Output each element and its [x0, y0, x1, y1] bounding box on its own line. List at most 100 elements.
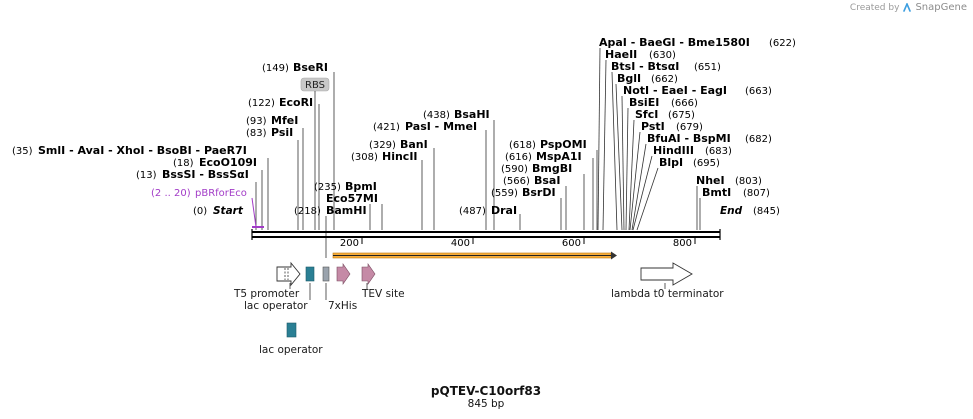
ruler-tick-label: 600: [562, 238, 581, 249]
feature-t5-promoter[interactable]: [276, 261, 301, 287]
site-pos-bfuai: (682): [745, 134, 772, 145]
primer-range: (2 .. 20): [151, 188, 191, 199]
site-name-btsi: BtsI - BtsαI: [611, 60, 679, 73]
site-name-hindiii: HindIII: [653, 144, 694, 157]
site-name-psti: PstI: [641, 120, 665, 133]
site-pos-psii: (83): [246, 128, 267, 139]
start-label: Start: [213, 205, 244, 217]
feature-lambda-terminator[interactable]: [640, 262, 693, 286]
site-name-pasi: PasI - MmeI: [405, 120, 477, 133]
orf-arrow[interactable]: [332, 251, 617, 260]
site-pos-blpi: (695): [693, 158, 720, 169]
site-name-ecori: EcoRI: [279, 96, 313, 109]
site-name-blpi: BlpI: [659, 156, 683, 169]
site-pos-bsahi: (438): [423, 110, 450, 121]
site-pos-haeii: (630): [649, 50, 676, 61]
site-pos-bmti: (807): [743, 188, 770, 199]
site-pos-bpmi: (235): [314, 182, 341, 193]
credit-brand: SnapGene: [915, 2, 967, 13]
site-lines: [255, 47, 701, 258]
site-pos-bsai: (566): [503, 176, 530, 187]
sequence-backbone: [251, 229, 721, 240]
site-pos-bsrdi: (559): [491, 188, 518, 199]
feature-lac-operator-1[interactable]: [305, 266, 315, 282]
feature-label-lac-operator-1: lac operator: [244, 300, 308, 312]
feature-label-7xhis: 7xHis: [328, 300, 357, 312]
feature-leaders: [289, 283, 666, 300]
site-name-psii: PsiI: [271, 126, 293, 139]
site-name-bsahi: BsaHI: [454, 108, 490, 121]
snapgene-credit: Created by SnapGene: [850, 2, 967, 13]
site-pos-smli: (35): [12, 146, 33, 157]
feature-7xhis[interactable]: [322, 266, 330, 282]
plasmid-length: 845 bp: [468, 398, 505, 410]
site-pos-btsi: (651): [694, 62, 721, 73]
feature-tev-site-2[interactable]: [361, 263, 376, 285]
site-name-bgli: BglI: [617, 72, 641, 85]
site-pos-bseri: (149): [262, 63, 289, 74]
feature-label-t5-promoter: T5 promoter: [233, 288, 300, 300]
site-pos-bgli: (662): [651, 74, 678, 85]
site-name-bamhi: BamHI: [326, 204, 367, 217]
site-name-pspomi: PspOMI: [540, 138, 587, 151]
primer-leader: [251, 197, 257, 228]
site-name-bfuai: BfuAI - BspMI: [647, 132, 731, 145]
primer-bar[interactable]: [252, 226, 264, 228]
credit-prefix: Created by: [849, 2, 900, 13]
feature-label-lambda-terminator: lambda t0 terminator: [611, 288, 724, 300]
site-pos-hincii: (308): [351, 152, 378, 163]
site-name-apai: ApaI - BaeGI - Bme1580I: [599, 36, 750, 49]
site-name-smli: SmlI - AvaI - XhoI - BsoBI - PaeR7I: [38, 144, 247, 157]
restriction-sites: (35) SmlI - AvaI - XhoI - BsoBI - PaeR7I…: [12, 36, 796, 217]
site-name-bsai: BsaI: [534, 174, 560, 187]
site-name-nhei: NheI: [696, 174, 725, 187]
site-name-sfci: SfcI: [635, 108, 658, 121]
end-label: End: [720, 205, 743, 217]
site-pos-noti: (663): [745, 86, 772, 97]
rbs-label: RBS: [305, 80, 325, 91]
site-pos-bsssi: (13): [136, 170, 157, 181]
site-pos-apai: (622): [769, 38, 796, 49]
feature-lac-operator-2[interactable]: [286, 322, 297, 338]
site-pos-ecori: (122): [248, 98, 275, 109]
site-pos-bmgbi: (590): [501, 164, 528, 175]
site-pos-mfei: (93): [246, 116, 267, 127]
site-name-bmgbi: BmgBI: [532, 162, 572, 175]
site-pos-drai: (487): [459, 206, 486, 217]
site-name-bani: BanI: [400, 138, 428, 151]
site-name-bsssi: BssSI - BssSαI: [162, 168, 249, 181]
site-name-hincii: HincII: [382, 150, 418, 163]
site-name-bmti: BmtI: [702, 186, 731, 199]
site-name-bsrdi: BsrDI: [522, 186, 556, 199]
ruler: 200 400 600 800: [340, 238, 696, 249]
site-pos-nhei: (803): [735, 176, 762, 187]
feature-label-tev-site: TEV site: [361, 288, 405, 300]
ruler-tick-label: 200: [340, 238, 359, 249]
site-pos-bani: (329): [369, 140, 396, 151]
site-pos-sfci: (675): [668, 110, 695, 121]
site-name-bseri: BseRI: [293, 61, 328, 74]
site-name-noti: NotI - EaeI - EagI: [623, 84, 727, 97]
site-pos-bsiei: (666): [671, 98, 698, 109]
site-pos-psti: (679): [676, 122, 703, 133]
site-pos-pspomi: (618): [509, 140, 536, 151]
feature-label-lac-operator-2: lac operator: [259, 344, 323, 356]
primer-name: pBRforEco: [195, 188, 247, 199]
site-name-mfei: MfeI: [271, 114, 298, 127]
site-name-ecoo109i: EcoO109I: [199, 156, 257, 169]
site-name-bsiei: BsiEI: [629, 96, 659, 109]
plasmid-name: pQTEV-C10orf83: [431, 384, 541, 398]
site-name-mspa1i: MspA1I: [536, 150, 582, 163]
site-name-eco57mi: Eco57MI: [326, 192, 378, 205]
site-pos-ecoo109i: (18): [173, 158, 194, 169]
site-pos-mspa1i: (616): [505, 152, 532, 163]
site-pos-hindiii: (683): [705, 146, 732, 157]
site-name-drai: DraI: [491, 204, 517, 217]
start-pos: (0): [193, 206, 207, 217]
feature-tev-site-1[interactable]: [336, 263, 351, 285]
ruler-tick-label: 400: [451, 238, 470, 249]
site-name-haeii: HaeII: [605, 48, 637, 61]
site-pos-pasi: (421): [373, 122, 400, 133]
ruler-tick-label: 800: [673, 238, 692, 249]
